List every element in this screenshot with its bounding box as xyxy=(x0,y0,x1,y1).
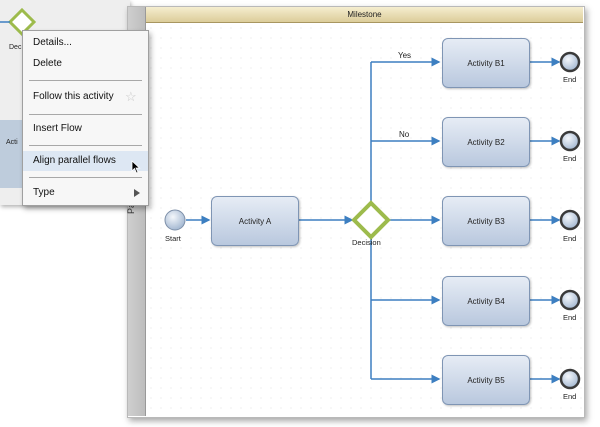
milestone-header[interactable]: Milestone xyxy=(146,7,583,23)
end-event-b4[interactable] xyxy=(559,289,581,311)
end-event-b2[interactable] xyxy=(559,130,581,152)
menu-item-type-label: Type xyxy=(33,187,55,198)
menu-item-align-label: Align parallel flows xyxy=(33,155,116,166)
flow-label-yes: Yes xyxy=(398,51,412,60)
background-activity-label: Acti xyxy=(6,139,18,146)
activity-b2[interactable]: Activity B2 xyxy=(442,117,530,167)
menu-separator xyxy=(29,177,142,178)
end-event-b5[interactable] xyxy=(559,368,581,390)
menu-separator xyxy=(29,145,142,146)
menu-item-insert-flow[interactable]: Insert Flow xyxy=(33,123,82,134)
end-event-b5-label: End xyxy=(563,392,577,401)
activity-a[interactable]: Activity A xyxy=(211,196,299,246)
end-event-b2-label: End xyxy=(563,154,577,163)
decision-label: Decision xyxy=(352,238,381,247)
activity-b3[interactable]: Activity B3 xyxy=(442,196,530,246)
star-icon[interactable]: ☆ xyxy=(125,89,137,104)
background-decision-label: Dec xyxy=(9,44,22,51)
start-event-label: Start xyxy=(165,234,181,243)
end-event-b1-label: End xyxy=(563,75,577,84)
menu-item-details[interactable]: Details... xyxy=(33,37,72,48)
decision-gateway[interactable] xyxy=(351,200,391,240)
mouse-cursor-icon xyxy=(131,160,141,174)
end-event-b3[interactable] xyxy=(559,209,581,231)
menu-item-follow-activity[interactable]: Follow this activity ☆ xyxy=(23,87,148,107)
end-event-b1[interactable] xyxy=(559,51,581,73)
context-menu: Details... Delete Follow this activity ☆… xyxy=(22,30,149,206)
activity-b1[interactable]: Activity B1 xyxy=(442,38,530,88)
menu-item-type[interactable]: Type xyxy=(23,183,148,203)
end-event-b3-label: End xyxy=(563,234,577,243)
start-event[interactable] xyxy=(164,209,186,231)
flow-label-no: No xyxy=(399,130,410,139)
activity-b5[interactable]: Activity B5 xyxy=(442,355,530,405)
menu-item-delete[interactable]: Delete xyxy=(33,58,62,69)
menu-separator xyxy=(29,114,142,115)
menu-item-follow-label: Follow this activity xyxy=(33,91,114,102)
activity-b4[interactable]: Activity B4 xyxy=(442,276,530,326)
submenu-arrow-icon xyxy=(134,189,140,197)
menu-separator xyxy=(29,80,142,81)
menu-item-align-parallel-flows[interactable]: Align parallel flows xyxy=(23,151,148,174)
end-event-b4-label: End xyxy=(563,313,577,322)
